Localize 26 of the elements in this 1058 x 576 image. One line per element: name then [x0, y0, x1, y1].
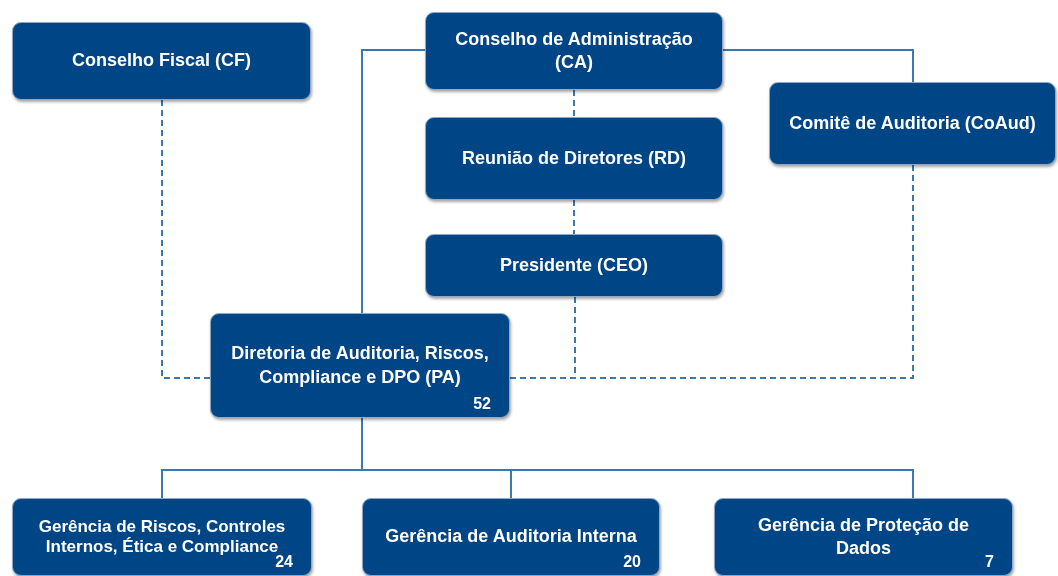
org-box — [714, 498, 1013, 576]
box-title: Comitê de Auditoria (CoAud) — [789, 111, 1036, 135]
org-box — [769, 82, 1056, 165]
box-title: Gerência de Riscos, Controles Internos, Ética e Compliance — [37, 516, 286, 556]
box-title: Reunião de Diretores (RD) — [461, 146, 686, 170]
connector-line — [573, 199, 575, 235]
org-box — [12, 498, 312, 576]
org-box — [12, 22, 311, 100]
connector-line — [722, 49, 914, 83]
org-box — [210, 313, 510, 418]
box-title: Diretoria de Auditoria, Riscos, Compliance e DPO (PA) — [230, 342, 490, 389]
box-title: Gerência de Auditoria Interna — [385, 525, 637, 549]
headcount-number: 7 — [985, 553, 994, 571]
org-box — [425, 117, 723, 200]
org-box — [425, 12, 723, 90]
connector-line — [161, 99, 211, 379]
org-box — [425, 234, 723, 297]
headcount-number: 52 — [473, 395, 491, 413]
box-title: Conselho de Administração (CA) — [454, 27, 694, 74]
box-title: Presidente (CEO) — [499, 253, 648, 277]
connector-line — [361, 49, 426, 314]
headcount-number: 24 — [275, 553, 293, 571]
headcount-number: 20 — [623, 553, 641, 571]
box-title: Conselho Fiscal (CF) — [72, 49, 251, 73]
org-box — [362, 498, 660, 576]
connector-line — [573, 89, 575, 118]
